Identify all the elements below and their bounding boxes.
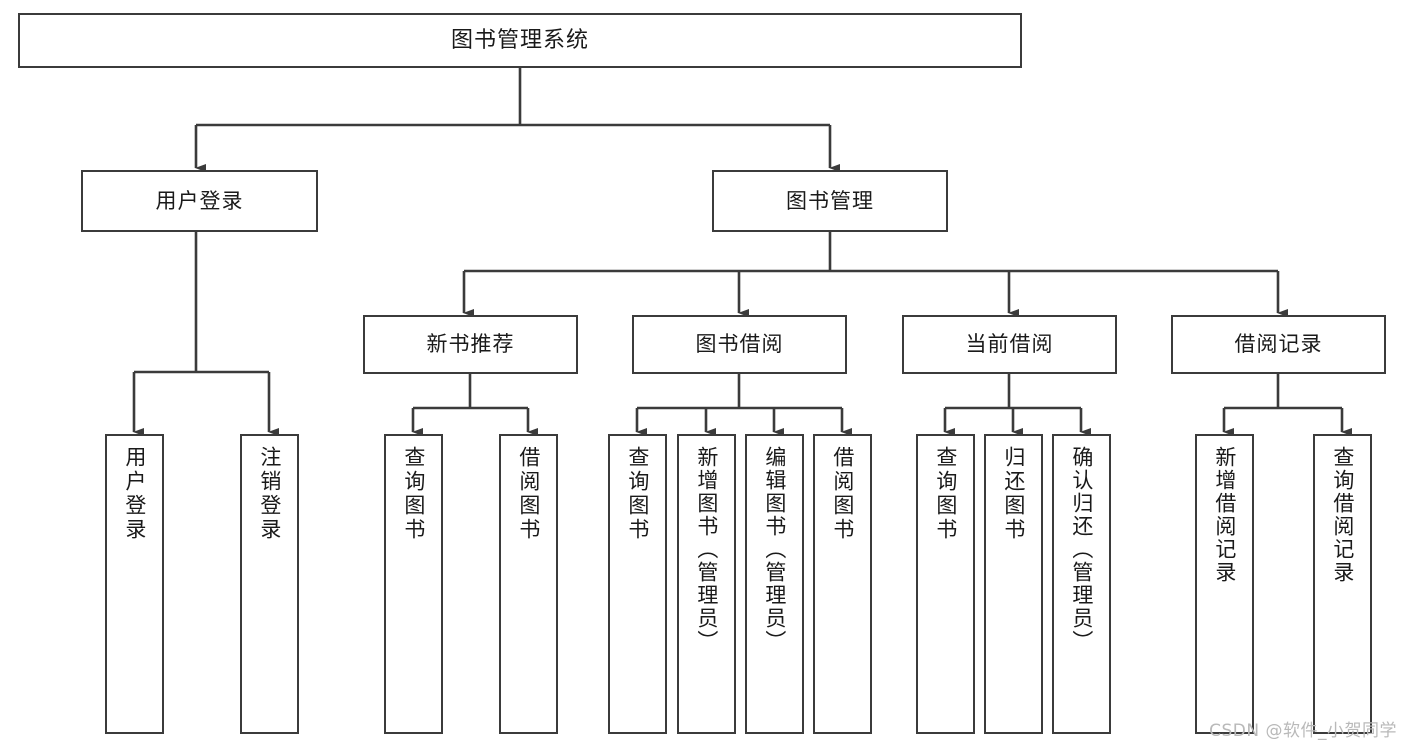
node-label: 新书推荐 (426, 332, 515, 357)
node-label: 查询图书 (625, 446, 650, 542)
node-label: 当前借阅 (965, 332, 1054, 357)
node-label: 图书借阅 (695, 332, 784, 357)
leaf-current-borrow-return[interactable]: 归还图书 (984, 434, 1043, 734)
leaf-book-borrow-query[interactable]: 查询图书 (608, 434, 667, 734)
node-borrow-record[interactable]: 借阅记录 (1171, 315, 1386, 374)
node-new-book-recommend[interactable]: 新书推荐 (363, 315, 578, 374)
leaf-book-borrow-borrow[interactable]: 借阅图书 (813, 434, 872, 734)
leaf-current-borrow-query[interactable]: 查询图书 (916, 434, 975, 734)
node-label: 编辑图书（管理员） (762, 446, 787, 653)
node-label: 图书管理 (786, 188, 874, 213)
leaf-book-borrow-edit[interactable]: 编辑图书（管理员） (745, 434, 804, 734)
node-label: 确认归还（管理员） (1069, 446, 1094, 653)
node-root-system[interactable]: 图书管理系统 (18, 13, 1022, 68)
node-book-borrow[interactable]: 图书借阅 (632, 315, 847, 374)
watermark: CSDN @软件_小贺同学 (1209, 721, 1397, 741)
leaf-book-borrow-add[interactable]: 新增图书（管理员） (677, 434, 736, 734)
node-label: 借阅图书 (830, 446, 855, 542)
leaf-borrow-record-query[interactable]: 查询借阅记录 (1313, 434, 1372, 734)
node-label: 新增借阅记录 (1212, 446, 1237, 584)
node-current-borrow[interactable]: 当前借阅 (902, 315, 1117, 374)
node-label: 查询图书 (401, 446, 426, 542)
leaf-user-login-login[interactable]: 用户登录 (105, 434, 164, 734)
leaf-borrow-record-add[interactable]: 新增借阅记录 (1195, 434, 1254, 734)
node-label: 查询图书 (933, 446, 958, 542)
leaf-user-login-logout[interactable]: 注销登录 (240, 434, 299, 734)
node-user-login[interactable]: 用户登录 (81, 170, 318, 232)
node-label: 注销登录 (257, 446, 282, 542)
node-label: 图书管理系统 (450, 27, 589, 53)
node-label: 归还图书 (1001, 446, 1026, 542)
node-label: 新增图书（管理员） (694, 446, 719, 653)
node-book-management[interactable]: 图书管理 (712, 170, 948, 232)
leaf-new-book-borrow[interactable]: 借阅图书 (499, 434, 558, 734)
node-label: 借阅记录 (1234, 332, 1323, 357)
leaf-new-book-query[interactable]: 查询图书 (384, 434, 443, 734)
node-label: 借阅图书 (516, 446, 541, 542)
node-label: 用户登录 (155, 188, 244, 213)
node-label: 查询借阅记录 (1330, 446, 1355, 584)
node-label: 用户登录 (122, 446, 147, 542)
leaf-current-borrow-confirm-return[interactable]: 确认归还（管理员） (1052, 434, 1111, 734)
